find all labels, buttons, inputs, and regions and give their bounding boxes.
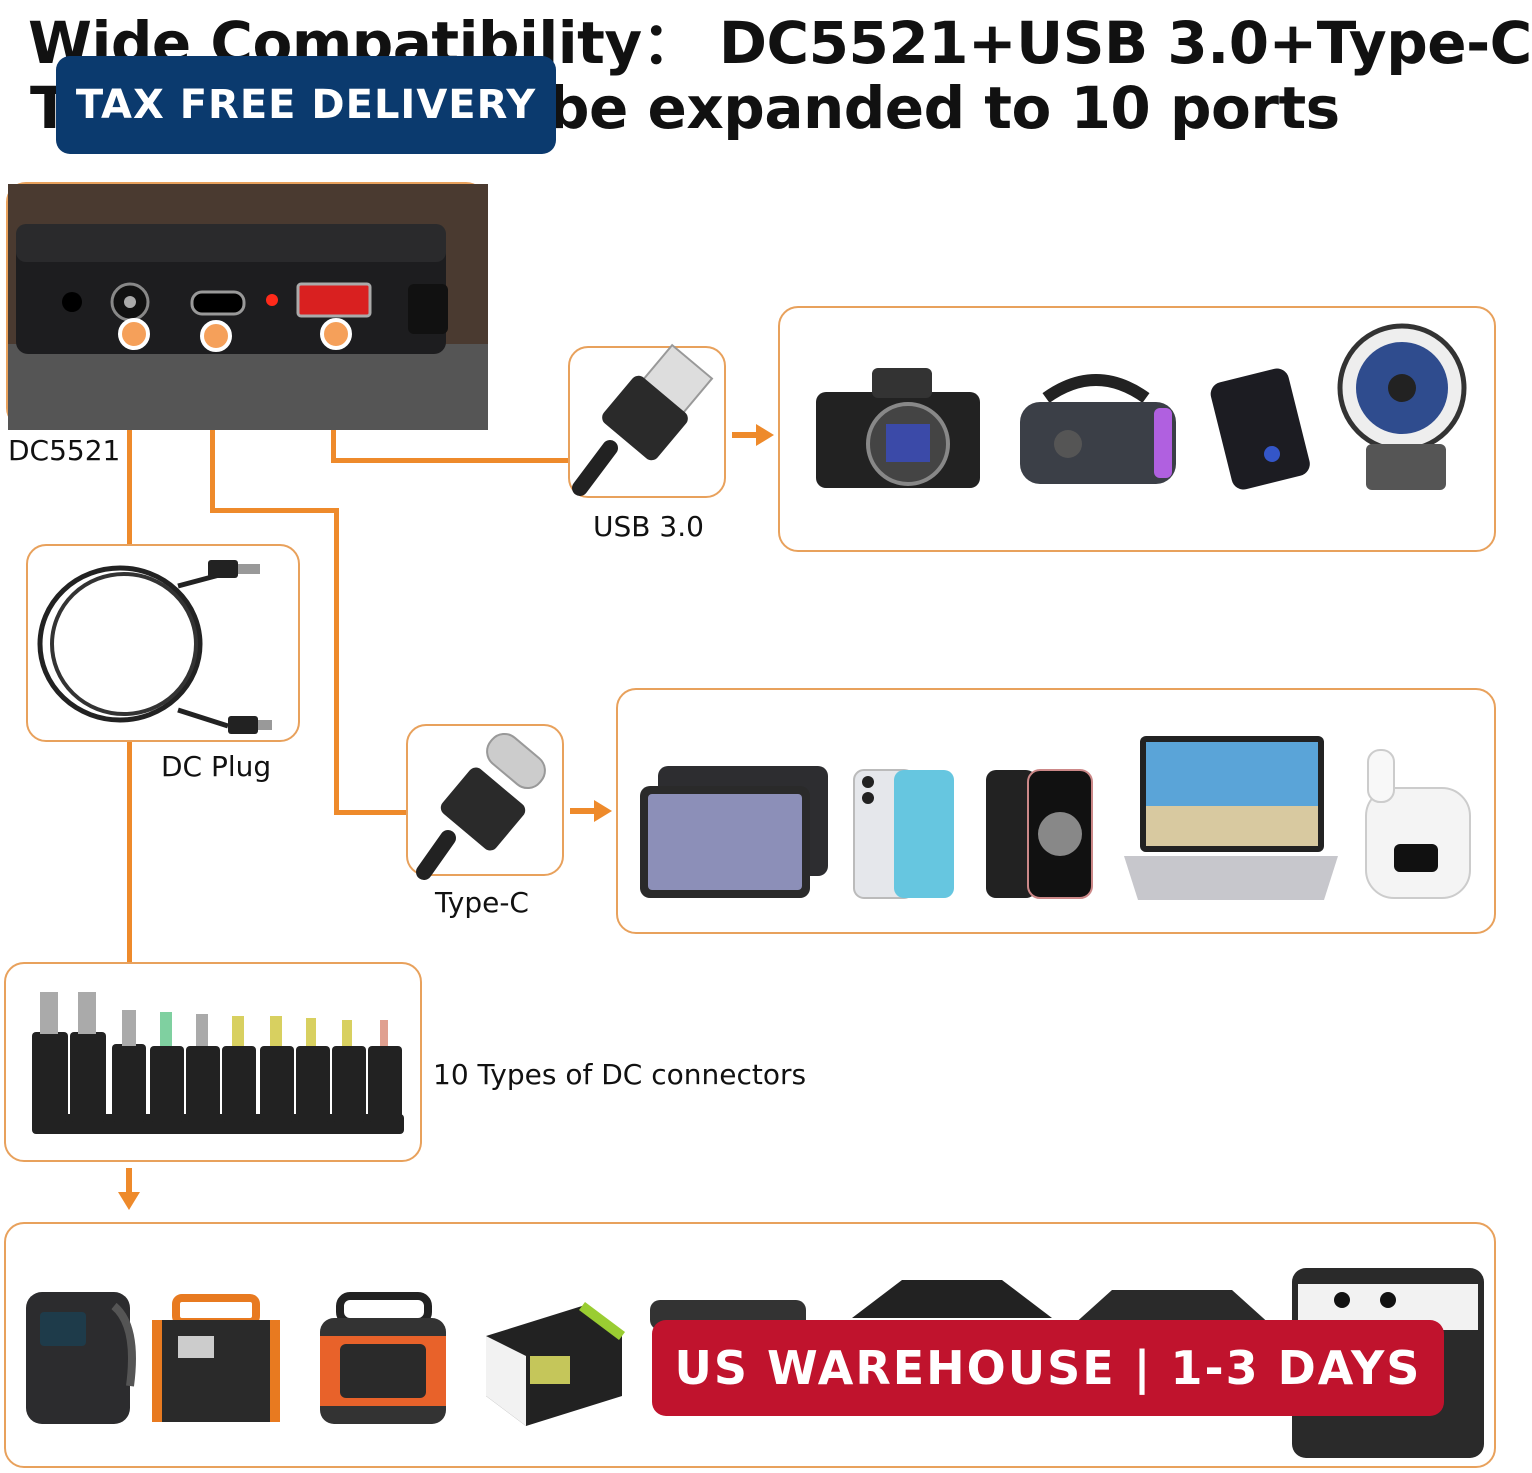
usb-plug-box [568, 343, 726, 498]
dc5521-label: DC5521 [8, 434, 121, 467]
dc-plug-label: DC Plug [161, 750, 272, 783]
usb-devices-box [778, 306, 1496, 552]
dc-cable-icon [37, 560, 272, 734]
tax-free-delivery-badge: TAX FREE DELIVERY [56, 56, 556, 154]
phone-icon [986, 769, 1093, 899]
connector-line [331, 458, 571, 463]
dc-connectors-icon [32, 992, 404, 1134]
cooler-icon [852, 1280, 1052, 1318]
arrow-right-icon [732, 424, 774, 446]
fan-icon [1337, 323, 1467, 490]
type-c-label: Type-C [435, 886, 529, 919]
type-c-plug-icon [416, 732, 546, 880]
arrow-right-icon [570, 800, 612, 822]
power-station-icon [320, 1292, 446, 1424]
power-bank-icon [1210, 368, 1310, 490]
type-c-plug-box [406, 724, 564, 880]
connector-line [210, 508, 338, 513]
dc5521-port-panel [6, 182, 488, 430]
speaker-icon [1020, 374, 1176, 484]
laptop-icon [1124, 736, 1338, 900]
usb-label: USB 3.0 [593, 510, 704, 543]
arrow-down-icon [118, 1168, 140, 1210]
type-c-devices-box [616, 688, 1496, 934]
us-warehouse-badge: US WAREHOUSE | 1-3 DAYS [652, 1320, 1444, 1416]
connector-line [334, 810, 408, 815]
connector-line [127, 742, 132, 964]
phone-icon [853, 769, 954, 899]
connector-line [127, 330, 132, 545]
dc-connectors-box [4, 962, 422, 1162]
dc-connectors-label: 10 Types of DC connectors [433, 1058, 807, 1091]
power-station-icon [486, 1302, 625, 1426]
headline-line-2-end: be expanded to 10 ports [548, 74, 1340, 142]
earbuds-icon [1365, 749, 1471, 899]
camera-icon [816, 368, 980, 488]
usb-plug-icon [572, 343, 714, 496]
cooler-icon [1072, 1290, 1272, 1326]
connector-line [334, 508, 339, 814]
tablet-icon [640, 766, 828, 898]
dc-plug-box [26, 544, 300, 742]
power-station-icon [26, 1292, 136, 1424]
port-panel-image [8, 184, 488, 430]
power-station-icon [152, 1294, 280, 1422]
